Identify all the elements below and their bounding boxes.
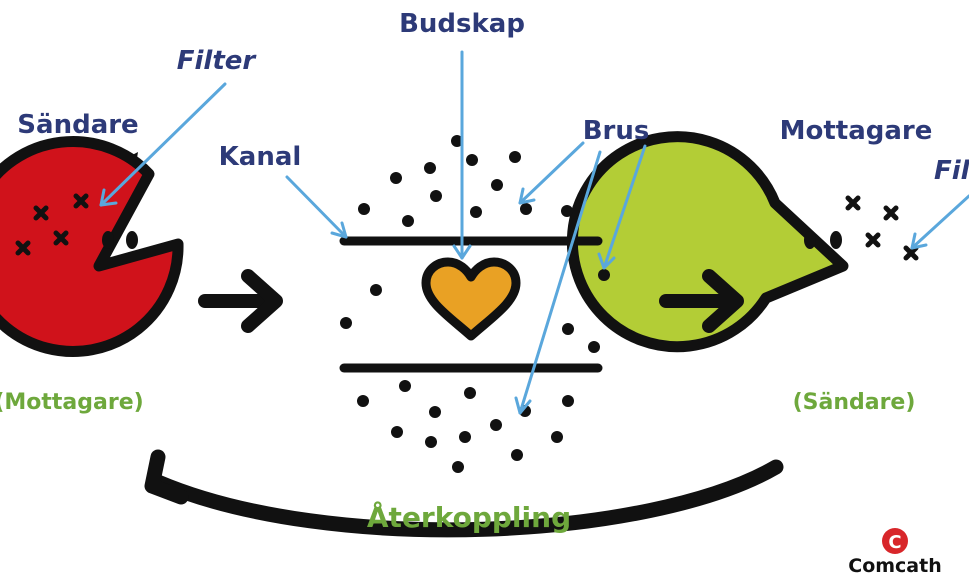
pointer-lines [99, 50, 969, 415]
pointer-message [452, 50, 472, 260]
receiver-x-marks [845, 195, 919, 261]
pointer-filter-left [99, 82, 227, 207]
pointer-noise-1 [518, 141, 585, 205]
arrow-sender-to-channel [198, 269, 283, 333]
message-heart [421, 257, 521, 341]
arrow-channel-to-receiver [659, 269, 744, 333]
noise-dots [340, 135, 610, 473]
noise-label: Brus [583, 116, 650, 146]
brand-logo-mark-letter: C [888, 532, 901, 553]
brand-logo: C Comcath [848, 528, 942, 573]
sender-eye-right [126, 231, 138, 249]
sender-x-marks [15, 193, 89, 256]
sender-face [0, 135, 184, 357]
receiver-eye-left [804, 231, 816, 249]
channel-label: Kanal [219, 142, 302, 172]
filter-right-label: Filter [934, 156, 969, 186]
pointer-noise-3 [597, 144, 647, 270]
brand-name: Comcath [848, 555, 942, 573]
brand-logo-mark [882, 528, 908, 554]
receiver-eye-right [830, 231, 842, 249]
pointer-filter-right [910, 194, 969, 250]
sender-label: Sändare [17, 110, 138, 140]
filter-left-label: Filter [177, 46, 258, 76]
receiver-label: Mottagare [780, 116, 933, 146]
pointer-channel [285, 175, 348, 239]
receiver-face [566, 131, 849, 353]
channel [339, 236, 603, 373]
sender-character [0, 135, 184, 357]
pointer-noise-2 [514, 150, 602, 415]
sender-alt-role-label: (Mottagare) [0, 390, 144, 415]
sender-eye-left [102, 231, 114, 249]
feedback-arrow [144, 449, 784, 538]
receiver-character [566, 131, 919, 353]
feedback-label: Återkoppling [367, 500, 571, 534]
receiver-alt-role-label: (Sändare) [793, 390, 916, 415]
message-label: Budskap [399, 9, 525, 39]
